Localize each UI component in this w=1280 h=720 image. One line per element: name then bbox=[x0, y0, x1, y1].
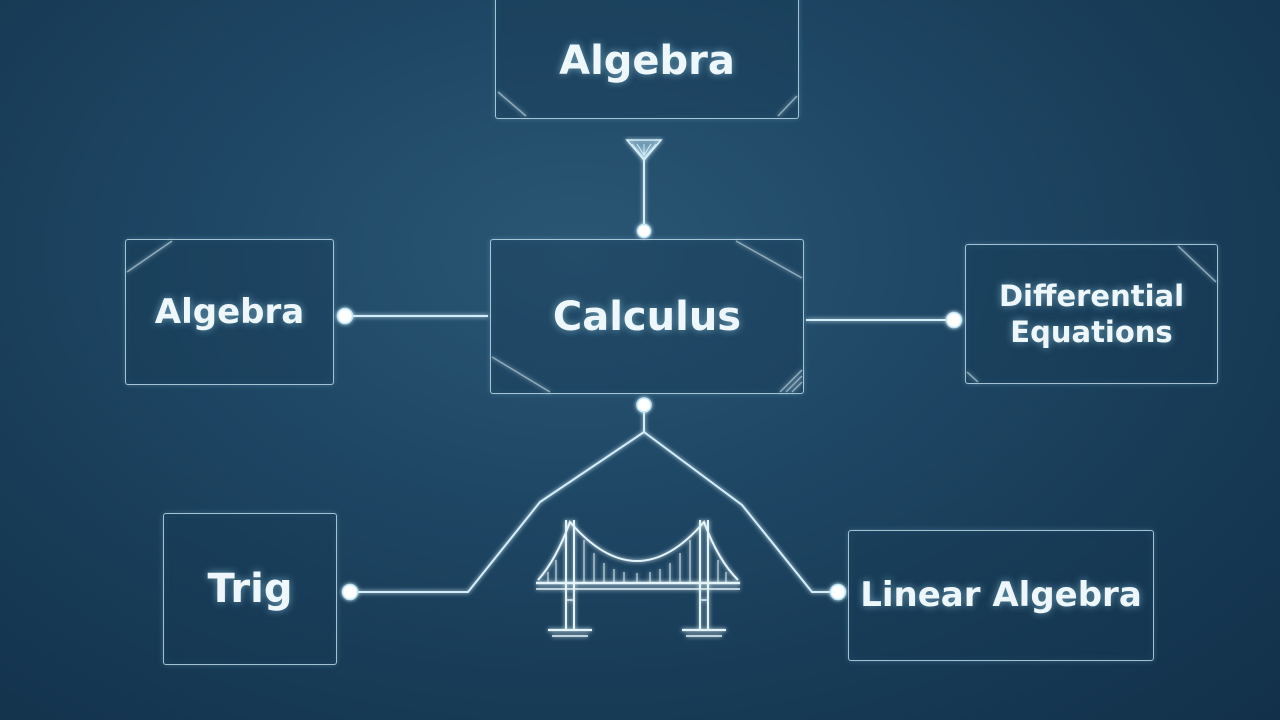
node-algebra-top: Algebra bbox=[495, 0, 799, 119]
node-calculus: Calculus bbox=[490, 239, 804, 394]
connector-dot bbox=[945, 311, 963, 329]
connector-calculus-trig bbox=[350, 431, 645, 593]
suspension-bridge-icon bbox=[536, 520, 740, 637]
connector-dot bbox=[636, 223, 652, 239]
node-label: Algebra bbox=[154, 291, 305, 332]
connector-calculus-linalg bbox=[643, 431, 838, 593]
node-label: Calculus bbox=[552, 293, 742, 340]
connector-dot bbox=[829, 583, 847, 601]
node-trig: Trig bbox=[163, 513, 337, 665]
connector-dot bbox=[336, 307, 354, 325]
node-label-line1: Differential bbox=[998, 278, 1185, 313]
node-differential-equations: Differential Equations bbox=[965, 244, 1218, 384]
node-linear-algebra: Linear Algebra bbox=[848, 530, 1154, 661]
arrowhead-icon bbox=[625, 139, 663, 162]
connector-dot bbox=[341, 583, 359, 601]
connector-dot bbox=[636, 397, 652, 413]
node-algebra-left: Algebra bbox=[125, 239, 334, 385]
node-label: Algebra bbox=[559, 37, 735, 84]
node-label-line2: Equations bbox=[1010, 315, 1173, 349]
node-label: Trig bbox=[207, 566, 293, 612]
node-label: Linear Algebra bbox=[860, 575, 1142, 616]
